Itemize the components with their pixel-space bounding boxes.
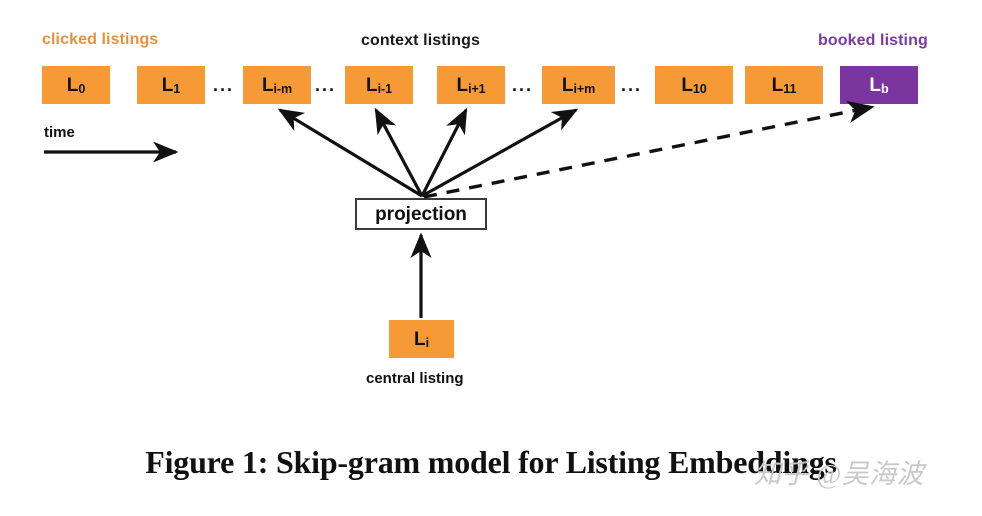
label-context-listings: context listings — [361, 32, 480, 49]
listing-box-l0: L0 — [42, 66, 110, 104]
listing-box-li-plus-m: Li+m — [542, 66, 615, 104]
listing-box-li-minus-1: Li-1 — [345, 66, 413, 104]
listing-box-l10: L10 — [655, 66, 733, 104]
label-booked-listing: booked listing — [818, 32, 928, 49]
ellipsis-1: ... — [213, 75, 235, 95]
arrow-projection-to-li-minus-1 — [374, 107, 424, 197]
listing-box-l1: L1 — [137, 66, 205, 104]
arrow-projection-to-li-minus-m — [277, 108, 423, 198]
listing-label-li-minus-1: Li-1 — [366, 74, 392, 97]
projection-label: projection — [375, 203, 467, 225]
listing-box-lb-booked: Lb — [840, 66, 918, 104]
listing-box-li-plus-1: Li+1 — [437, 66, 505, 104]
listing-label-li-minus-m: Li-m — [261, 74, 293, 97]
label-clicked-listings: clicked listings — [42, 31, 159, 48]
ellipsis-3: ... — [512, 75, 534, 95]
listing-label-lb: Lb — [869, 74, 889, 97]
arrow-projection-to-li-plus-m — [421, 108, 579, 198]
listing-label-l1: L1 — [161, 74, 181, 97]
ellipsis-2: ... — [315, 75, 337, 95]
time-axis-label: time — [44, 124, 75, 141]
listing-box-l11: L11 — [745, 66, 823, 104]
listing-label-li-plus-1: Li+1 — [456, 74, 486, 97]
central-listing-label: Li — [414, 328, 429, 351]
ellipsis-4: ... — [621, 75, 643, 95]
arrow-projection-to-li-plus-1 — [420, 107, 468, 197]
figure-caption: Figure 1: Skip-gram model for Listing Em… — [145, 444, 837, 480]
central-listing-box: Li — [389, 320, 454, 358]
watermark-zhihu: 知乎 @吴海波 — [754, 459, 925, 489]
listing-label-l11: L11 — [771, 74, 797, 97]
listing-label-li-plus-m: Li+m — [561, 74, 596, 97]
listing-box-li-minus-m: Li-m — [243, 66, 311, 104]
central-listing-caption: central listing — [366, 370, 464, 387]
listing-label-l10: L10 — [681, 74, 707, 97]
listing-label-l0: L0 — [66, 74, 86, 97]
projection-box: projection — [355, 198, 487, 230]
arrow-projection-to-lb-dashed — [423, 100, 875, 199]
